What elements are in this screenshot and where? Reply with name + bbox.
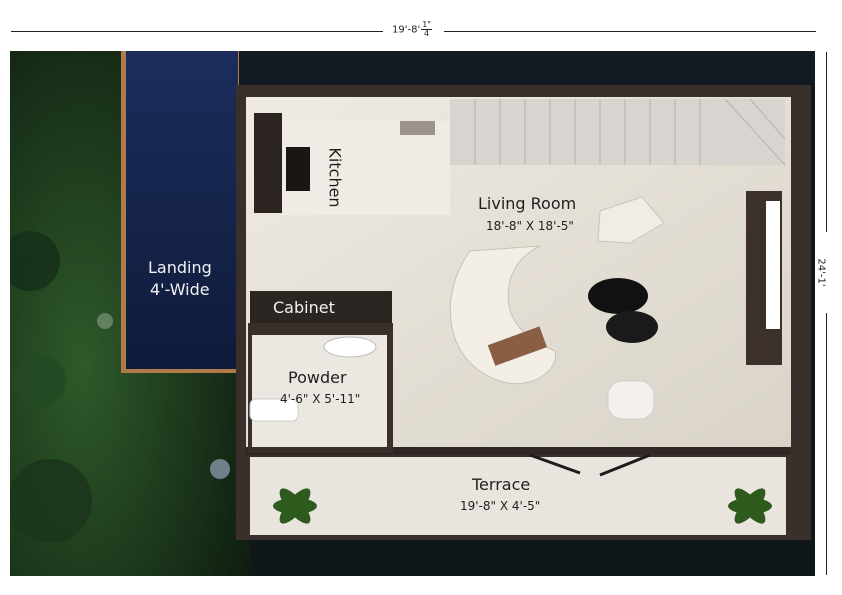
right-dimension-label: 24'-1' — [815, 258, 827, 287]
powder-toilet — [249, 398, 299, 422]
top-dark-strip — [235, 51, 815, 87]
cabinet-label: Cabinet — [273, 298, 335, 317]
living-room-label: Living Room — [478, 194, 577, 213]
terrace-plant-right — [728, 488, 772, 524]
landing-width-label: 4'-Wide — [150, 280, 210, 299]
landing-pool — [126, 51, 238, 369]
terrace-dimensions: 19'-8" X 4'-5" — [460, 499, 541, 513]
kitchen-sink — [400, 121, 435, 135]
kitchen-label: Kitchen — [325, 147, 345, 208]
kitchen-cooktop — [286, 147, 310, 191]
powder-dimensions: 4'-6" X 5'-11" — [280, 392, 361, 406]
top-dimension-fraction: 1"4 — [421, 20, 432, 38]
terrace-plant-left — [273, 488, 317, 524]
coffee-table-2 — [606, 311, 658, 343]
coffee-table-1 — [588, 278, 648, 314]
right-dimension-line-bottom — [826, 313, 827, 575]
top-dimension-line-left — [11, 31, 383, 32]
terrace-label: Terrace — [472, 475, 531, 494]
cabinet-block — [250, 291, 392, 323]
terrace-doors — [529, 453, 651, 477]
powder-basin — [323, 336, 377, 358]
side-chair-shape — [597, 196, 665, 244]
powder-label: Powder — [288, 368, 347, 387]
top-dimension-label: 19'-8'1"4 — [392, 20, 432, 38]
terrace-divider — [246, 447, 791, 455]
right-dimension-line-top — [826, 52, 827, 232]
living-room-dimensions: 18'-8" X 18'-5" — [486, 219, 574, 233]
tv-unit-shelf — [766, 201, 780, 329]
sofa-throw — [487, 326, 547, 366]
stairs — [450, 98, 786, 166]
shrubs — [10, 231, 230, 543]
terrace-floor — [250, 457, 786, 535]
floor-plan — [10, 51, 815, 576]
kitchen-counter — [254, 113, 282, 213]
top-dimension-line-right — [444, 31, 816, 32]
landing-label: Landing — [148, 258, 212, 277]
armchair — [607, 380, 655, 420]
